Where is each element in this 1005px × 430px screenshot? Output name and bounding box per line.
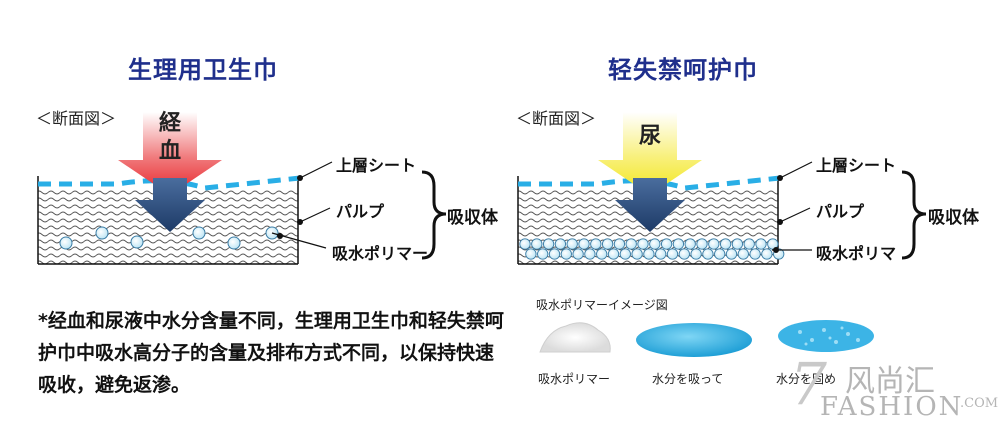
polymer-bead bbox=[725, 248, 738, 260]
polymer-bead bbox=[714, 248, 726, 260]
watermark-chinese: 风尚汇 bbox=[845, 364, 935, 399]
left-absorber-label: 吸収体 bbox=[447, 208, 498, 228]
polymer-bead bbox=[531, 238, 543, 250]
legend-caption-absorbing: 水分を吸って bbox=[652, 372, 724, 386]
right-arrow-label: 尿 bbox=[639, 124, 662, 149]
left-blood-arrow bbox=[118, 112, 222, 195]
polymer-bead bbox=[601, 238, 614, 250]
polymer-bead bbox=[637, 238, 649, 250]
left-brace bbox=[421, 170, 447, 260]
right-urine-arrow bbox=[598, 112, 702, 195]
polymer-bead bbox=[737, 248, 749, 260]
polymer-bead bbox=[731, 238, 744, 250]
polymer-bead bbox=[607, 248, 620, 260]
polymer-bead bbox=[596, 248, 608, 260]
right-absorb-arrow bbox=[615, 178, 685, 232]
polymer-bead bbox=[666, 248, 679, 260]
polymer-bead bbox=[554, 238, 567, 250]
polymer-bead bbox=[708, 238, 720, 250]
right-title: 轻失禁呵护巾 bbox=[608, 56, 758, 84]
right-pad bbox=[517, 112, 927, 265]
legend-caption-gel: 水分を固め bbox=[776, 372, 837, 386]
polymer-bead bbox=[584, 248, 596, 260]
right-layer-polymer-label: 吸水ポリマ bbox=[816, 244, 897, 263]
polymer-bead bbox=[590, 238, 602, 250]
watermark-domain: .COM bbox=[960, 396, 999, 411]
polymer-bead bbox=[655, 248, 667, 260]
polymer-bead bbox=[702, 248, 714, 260]
polymer-bead bbox=[613, 238, 626, 250]
polymer-bead bbox=[631, 248, 643, 260]
left-absorb-arrow bbox=[135, 178, 205, 232]
polymer-bead bbox=[560, 248, 572, 260]
left-title: 生理用卫生巾 bbox=[128, 56, 278, 84]
polymer-bead bbox=[678, 248, 690, 260]
left-pad bbox=[37, 112, 447, 265]
polymer-bead bbox=[649, 238, 661, 250]
polymer-bead bbox=[566, 238, 578, 250]
polymer-bead bbox=[572, 248, 584, 260]
watermark-number: 7 bbox=[790, 350, 827, 418]
right-brace bbox=[901, 170, 927, 260]
right-section-label: ＜断面図＞ bbox=[516, 109, 597, 128]
right-polymer-beads bbox=[519, 238, 785, 260]
polymer-bead bbox=[767, 238, 779, 250]
polymer-bead bbox=[690, 248, 702, 260]
polymer-bead bbox=[761, 248, 773, 260]
swollen-polymer-image bbox=[636, 323, 752, 357]
watermark-english: FASHION bbox=[820, 392, 964, 422]
polymer-bead bbox=[619, 248, 631, 260]
left-layer-top-sheet-label: 上層シート bbox=[336, 156, 417, 175]
polymer-bead bbox=[578, 238, 590, 250]
polymer-bead bbox=[537, 248, 549, 260]
polymer-bead bbox=[696, 238, 708, 250]
polymer-bead bbox=[719, 238, 732, 250]
left-section-label: ＜断面図＞ bbox=[36, 109, 117, 128]
polymer-bead bbox=[548, 248, 561, 260]
polymer-bead bbox=[755, 238, 767, 250]
left-layer-pulp-label: パルプ bbox=[336, 202, 385, 221]
polymer-bead bbox=[749, 248, 761, 260]
right-layer-pulp-label: パルプ bbox=[816, 202, 865, 221]
polymer-bead bbox=[519, 238, 531, 250]
polymer-bead bbox=[525, 248, 537, 260]
left-layer-polymer-label: 吸水ポリマー bbox=[332, 244, 429, 263]
polymer-legend-images bbox=[539, 320, 874, 357]
polymer-bead bbox=[743, 238, 755, 250]
legend-caption-dry: 吸水ポリマー bbox=[538, 372, 611, 386]
polymer-bead bbox=[684, 238, 696, 250]
right-layer-top-sheet-label: 上層シート bbox=[816, 156, 897, 175]
polymer-bead bbox=[625, 238, 637, 250]
explanation-note: *经血和尿液中水分含量不同，生理用卫生巾和轻失禁呵护巾中吸水高分子的含量及排布方… bbox=[38, 310, 504, 396]
polymer-bead bbox=[672, 238, 685, 250]
dry-polymer-image bbox=[539, 322, 611, 353]
polymer-bead bbox=[660, 238, 673, 250]
left-arrow-label: 経血 bbox=[158, 111, 181, 164]
polymer-bead bbox=[542, 238, 555, 250]
polymer-bead bbox=[643, 248, 655, 260]
gel-polymer-image bbox=[778, 320, 874, 352]
legend-title: 吸水ポリマーイメージ図 bbox=[536, 298, 668, 312]
right-absorber-label: 吸収体 bbox=[928, 208, 979, 228]
